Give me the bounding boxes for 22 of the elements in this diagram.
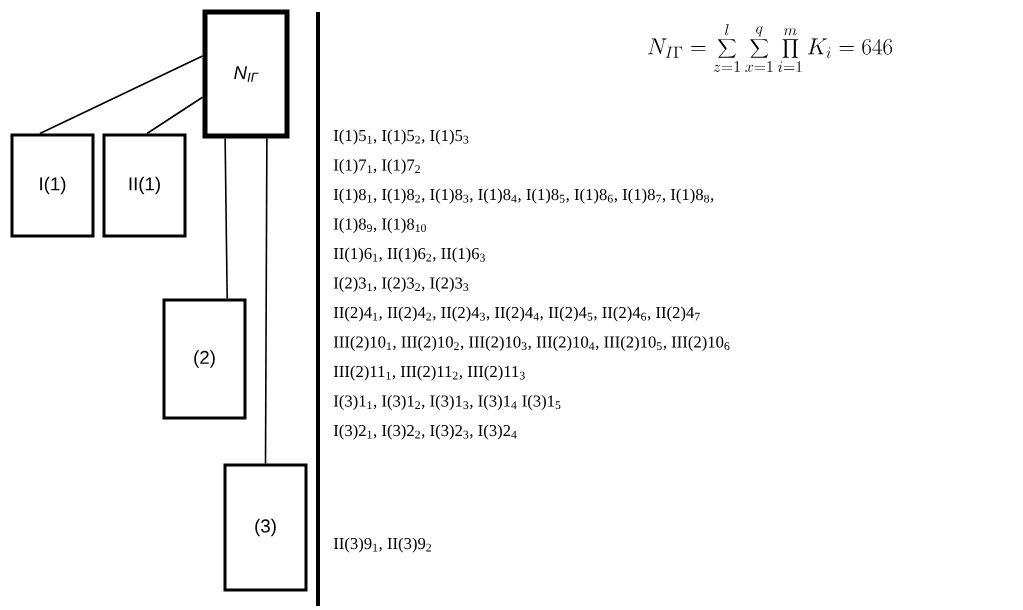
text-line: III(2)11$_{1}$, III(2)11$_{2}$, III(2)11$_{3}$ xyxy=(333,365,525,381)
box: I(1) xyxy=(10,133,95,238)
text-line: I(1)5$_{1}$, I(1)5$_{2}$, I(1)5$_{3}$ xyxy=(333,129,469,145)
text-line: II(1)6$_{1}$, II(1)6$_{2}$, II(1)6$_{3}$ xyxy=(333,247,485,263)
connector-line xyxy=(264,137,268,465)
text-line: I(1)7$_{1}$, I(1)7$_{2}$ xyxy=(333,158,420,175)
box: N$_{IГ}$ xyxy=(202,9,290,139)
connector-line xyxy=(146,96,204,135)
text-line: I(1)8$_{1}$, I(1)8$_{2}$, I(1)8$_{3}$, I(1)8$_{4}$, I(1)8$_{5}$, I(1)8$_{6}$, I(1)8$_{7}$, I(1)8$_{8}$, xyxy=(333,188,714,204)
formula: $N_{I\Gamma} = \sum_{z=1}^{l}\sum_{x=1}^{q}\prod_{i=1}^{m} K_{i} = 646$ xyxy=(648,24,893,73)
text-line: II(3)9$_{1}$, II(3)9$_{2}$ xyxy=(333,537,432,553)
connector-line xyxy=(39,55,204,135)
box: II(1) xyxy=(102,133,187,238)
box: (3) xyxy=(223,463,308,592)
text-line: II(2)4$_{1}$, II(2)4$_{2}$, II(2)4$_{3}$, II(2)4$_{4}$, II(2)4$_{5}$, II(2)4$_{6}$, II(2)4$_{7}$ xyxy=(333,306,700,322)
text-line: III(2)10$_{1}$, III(2)10$_{2}$, III(2)10$_{3}$, III(2)10$_{4}$, III(2)10$_{5}$, III(2)10$_{6}$ xyxy=(333,335,730,352)
connector-line xyxy=(224,137,228,300)
text-line: I(2)3$_{1}$, I(2)3$_{2}$, I(2)3$_{3}$ xyxy=(333,276,469,293)
text-line: I(3)1$_{1}$, I(3)1$_{2}$, I(3)1$_{3}$, I(3)1$_{4}$ I(3)1$_{5}$ xyxy=(333,394,561,411)
text-line: I(3)2$_{1}$, I(3)2$_{2}$, I(3)2$_{3}$, I(3)2$_{4}$ xyxy=(333,424,517,440)
text-line: I(1)8$_{9}$, I(1)8$_{10}$ xyxy=(333,217,426,234)
box: (2) xyxy=(162,298,247,420)
